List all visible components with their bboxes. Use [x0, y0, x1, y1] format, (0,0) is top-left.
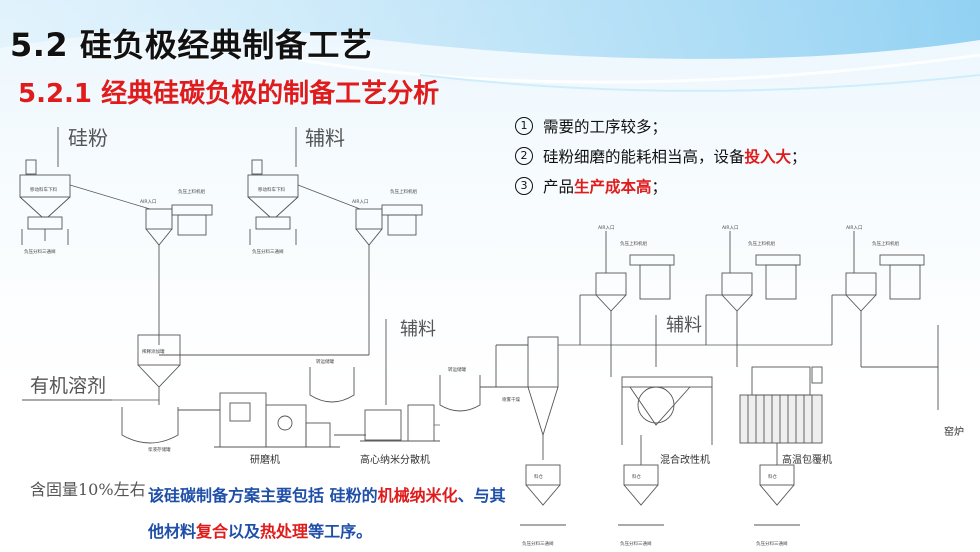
tiny-storage-1: 料仓: [534, 473, 543, 480]
tiny-valve-3: 负压分料三通阀: [522, 540, 554, 547]
circled-number-1: 1: [515, 117, 533, 135]
summary-emphasis-3: 热处理: [260, 522, 309, 541]
silicon-bin-station: 硅粉 移动料车下料 负压分料三通阀: [19, 126, 108, 255]
feeder-station-1: AIR入口 负压上料机组: [69, 184, 213, 345]
label-organic-solvent: 有机溶剂: [30, 375, 106, 397]
tiny-spray-dryer: 喷雾干燥: [502, 396, 520, 403]
note-3-end: ；: [651, 178, 668, 196]
note-2: 2 硅粉细磨的能耗相当高，设备投入大；: [515, 142, 807, 172]
slide-title: 5.2 硅负极经典制备工艺: [10, 26, 373, 64]
circled-number-2: 2: [515, 147, 533, 165]
note-3-emphasis: 生产成本高: [574, 177, 652, 196]
tiny-mobile-bin-2: 移动料车下料: [258, 186, 285, 193]
tiny-air-in-3: AIR入口: [598, 225, 615, 231]
tiny-feeder-3: 负压上料机组: [620, 240, 647, 247]
tiny-air-in-5: AIR入口: [846, 225, 863, 231]
feeder-station-5: AIR入口 负压上料机组: [831, 225, 925, 345]
label-auxiliary-3: 辅料: [666, 315, 702, 336]
label-auxiliary-2: 辅料: [400, 319, 436, 340]
tiny-valve-1: 负压分料三通阀: [24, 248, 56, 255]
storage-silo-1: 料仓 负压分料三通阀: [520, 464, 566, 547]
tiny-valve-2: 负压分料三通阀: [252, 248, 284, 255]
tiny-feeder-2: 负压上料机组: [390, 188, 417, 195]
tiny-mobile-bin-1: 移动料车下料: [30, 186, 57, 193]
coater-machine: 高温包覆机: [736, 311, 832, 466]
tiny-air-in-2: AIR入口: [352, 199, 369, 205]
grinder-machine: 研磨机 转运储罐: [214, 358, 355, 466]
note-2-emphasis: 投入大: [744, 147, 792, 166]
label-mixer: 混合改性机: [660, 453, 710, 466]
circled-number-3: 3: [515, 177, 533, 195]
label-silicon-powder: 硅粉: [68, 126, 108, 150]
auxiliary-bin-station: 辅料 移动料车下料 负压分料三通阀: [247, 126, 345, 255]
spray-dryer: 喷雾干燥: [480, 336, 559, 460]
tiny-storage-2: 料仓: [632, 473, 641, 480]
tiny-valve-5: 负压分料三通阀: [756, 540, 788, 547]
tiny-feeder-1: 负压上料机组: [178, 188, 205, 195]
tiny-storage-3: 料仓: [768, 473, 777, 480]
summary-part-3: 以及: [228, 522, 261, 541]
summary-part-1: 该硅碳制备方案主要包括 硅粉的: [148, 486, 378, 505]
kiln: 窑炉: [860, 311, 964, 438]
tiny-valve-4: 负压分料三通阀: [620, 540, 652, 547]
tiny-slurry-tank: 浆液存储罐: [148, 446, 171, 453]
label-grinder: 研磨机: [250, 453, 280, 466]
summary-emphasis-1: 机械纳米化: [377, 486, 458, 505]
tiny-dilution-tank: 稀释添加罐: [142, 348, 165, 355]
label-disperser: 高心纳米分散机: [360, 453, 430, 466]
note-1: 1 需要的工序较多；: [515, 112, 807, 142]
label-solid-content: 含固量10%左右: [30, 480, 146, 499]
note-2-text: 硅粉细磨的能耗相当高，设备: [543, 148, 745, 166]
label-auxiliary-1: 辅料: [305, 126, 345, 150]
note-1-text: 需要的工序较多；: [543, 118, 668, 136]
summary-part-4: 等工序。: [308, 522, 373, 541]
summary-part-2: 、与其他材料: [148, 486, 506, 541]
tiny-transfer-tank-1: 转运储罐: [316, 358, 334, 365]
summary-text: 该硅碳制备方案主要包括 硅粉的机械纳米化、与其他材料复合以及热处理等工序。: [148, 478, 508, 550]
process-diagram: 硅粉 移动料车下料 负压分料三通阀 AIR入口 负压上料机组 辅料: [19, 126, 964, 547]
note-3-text: 产品: [543, 178, 575, 196]
feeder-station-3: AIR入口 负压上料机组: [579, 225, 675, 345]
tiny-transfer-tank-2: 转运储罐: [448, 366, 466, 373]
label-kiln: 窑炉: [944, 425, 964, 438]
tiny-air-in-1: AIR入口: [140, 199, 157, 205]
slide-subtitle: 5.2.1 经典硅碳负极的制备工艺分析: [18, 79, 440, 109]
tiny-air-in-4: AIR入口: [722, 225, 739, 231]
mixer-machine: 辅料 混合改性机: [610, 315, 713, 466]
storage-silo-2: 料仓 负压分料三通阀: [618, 435, 664, 547]
note-3: 3 产品生产成本高；: [515, 172, 807, 202]
feeder-station-2: AIR入口 负压上料机组: [297, 184, 423, 355]
storage-silo-3: 料仓 负压分料三通阀: [754, 435, 800, 547]
summary-emphasis-2: 复合: [196, 522, 229, 541]
disperser-machine: 辅料 高心纳米分散机 转运储罐: [334, 319, 481, 466]
feeder-station-4: AIR入口 负压上料机组: [705, 225, 801, 345]
note-2-end: ；: [791, 148, 807, 166]
tiny-feeder-4: 负压上料机组: [748, 240, 775, 247]
dilution-area: 有机溶剂 稀释添加罐 浆液存储罐 含固量10%左右: [22, 334, 369, 499]
tiny-feeder-5: 负压上料机组: [872, 240, 899, 247]
pipes: [434, 344, 832, 426]
label-coater: 高温包覆机: [782, 453, 832, 466]
